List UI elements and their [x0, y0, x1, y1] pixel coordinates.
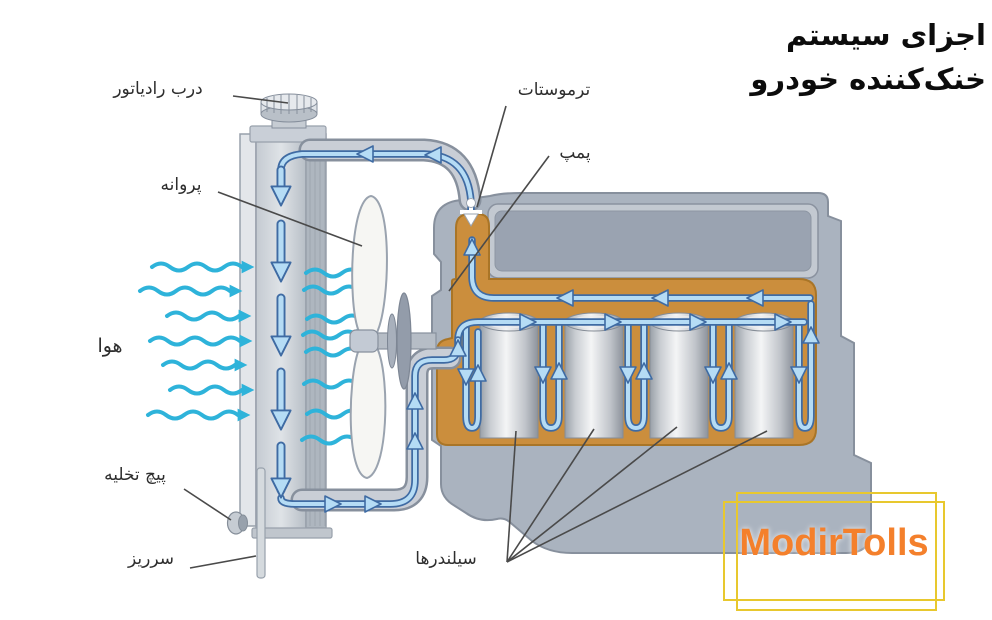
drain-plug	[226, 511, 248, 535]
pointer-fan	[217, 191, 363, 247]
pointer-overflow	[189, 555, 257, 569]
label-cylinders: سیلندرها	[415, 549, 477, 569]
pointer-thermostat	[476, 105, 507, 208]
pointer-drain-plug	[183, 488, 232, 521]
label-pump: پمپ	[559, 143, 591, 163]
upper-hose	[281, 138, 482, 210]
thermostat-valve	[460, 198, 482, 227]
radiator-side-panel	[239, 133, 257, 527]
pointer-lines	[183, 95, 768, 569]
overflow-tube	[256, 467, 266, 579]
label-drain-plug: پیچ تخلیه	[104, 465, 166, 485]
title-line-2: خنک‌کننده خودرو	[750, 61, 986, 96]
fan-pulley-flange	[387, 313, 397, 369]
radiator-cap	[260, 93, 318, 129]
label-air: هوا	[97, 335, 123, 357]
engine-block	[431, 192, 872, 554]
title-line-1: اجزای سیستم	[786, 18, 986, 52]
label-thermostat: ترموستات	[517, 80, 591, 100]
label-fan: پروانه	[160, 175, 202, 195]
cap-ribs	[266, 94, 312, 114]
cylinder-1	[479, 312, 539, 439]
watermark-frame-outer	[723, 501, 945, 601]
fan-hub	[349, 329, 379, 353]
watermark-text: ModirTolls	[739, 522, 929, 564]
page-title: اجزای سیستم خنک‌کننده خودرو	[750, 14, 986, 101]
fan-pulley	[396, 292, 412, 390]
lower-hose	[281, 340, 467, 513]
label-overflow: سرریز	[128, 549, 174, 569]
air-arrows-left	[138, 260, 255, 422]
cylinder-2	[564, 312, 624, 439]
pointer-cylinders	[506, 426, 768, 563]
cylinder-4	[734, 312, 794, 439]
radiator-bottom-lip	[251, 527, 333, 539]
fan	[349, 194, 437, 480]
watermark-frame-inner	[736, 492, 937, 611]
label-radiator-cap: درب رادیاتور	[113, 79, 203, 99]
pointer-pump	[448, 155, 550, 292]
valve-cover	[487, 203, 819, 279]
pointer-radiator-cap	[232, 95, 289, 104]
cylinder-3	[649, 312, 709, 439]
